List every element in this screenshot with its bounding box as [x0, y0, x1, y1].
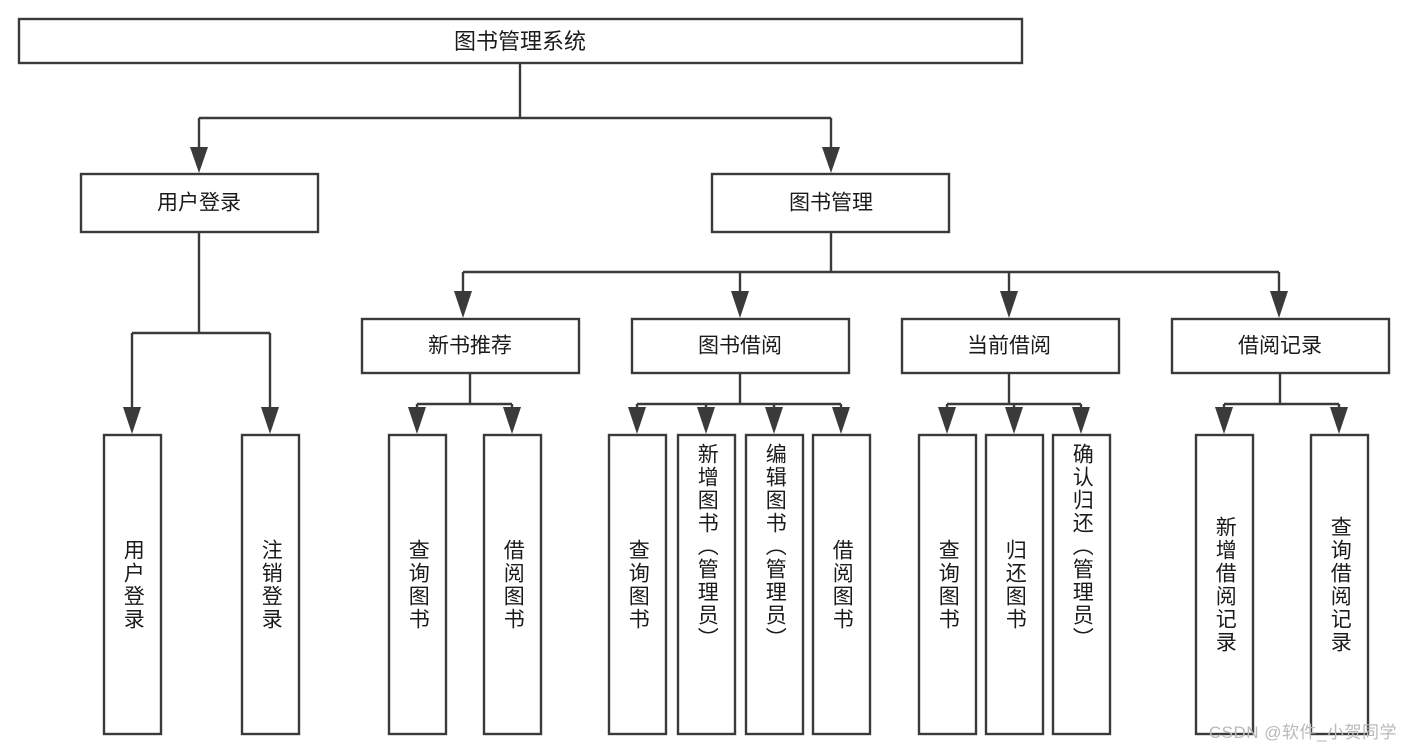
node-leaf-borrow-book-2-box[interactable]: [811, 433, 872, 736]
node-borrow-record-box[interactable]: [1170, 317, 1391, 375]
arrow-head-book-manage: [822, 147, 840, 173]
arrow-head-leaf-add-record: [1215, 407, 1233, 434]
node-book-borrow[interactable]: 图书借阅: [630, 317, 851, 375]
arrow-head-leaf-edit-book: [765, 407, 783, 434]
node-book-manage-label: 图书管理: [789, 192, 873, 215]
node-current-borrow-label: 当前借阅: [967, 335, 1051, 358]
node-leaf-query-book-3-box[interactable]: [917, 433, 978, 736]
node-leaf-add-record-box[interactable]: [1194, 433, 1255, 736]
node-root-box[interactable]: [17, 17, 1024, 65]
node-leaf-user-logout-box[interactable]: [240, 433, 301, 736]
node-leaf-add-book-box[interactable]: [676, 433, 737, 736]
node-root[interactable]: 图书管理系统: [17, 17, 1024, 65]
node-root-label: 图书管理系统: [454, 29, 586, 54]
connector-group-user-login: [123, 233, 279, 434]
node-new-book-recommend-box[interactable]: [360, 317, 581, 375]
node-leaf-edit-book-box[interactable]: [744, 433, 805, 736]
connector-group-new-book-recommend: [408, 374, 521, 434]
connector-group-current-borrow: [938, 374, 1090, 434]
arrow-head-leaf-user-logout: [261, 407, 279, 434]
connector-group-book-manage: [454, 233, 1288, 318]
node-current-borrow[interactable]: 当前借阅: [900, 317, 1121, 375]
arrow-head-leaf-query-record: [1330, 407, 1348, 434]
arrow-head-book-borrow: [731, 291, 749, 318]
node-borrow-record[interactable]: 借阅记录: [1170, 317, 1391, 375]
arrow-head-leaf-query-book-2: [628, 407, 646, 434]
node-leaf-query-book-1-box[interactable]: [387, 433, 448, 736]
node-user-login-label: 用户登录: [157, 192, 241, 215]
node-current-borrow-box[interactable]: [900, 317, 1121, 375]
node-user-login[interactable]: 用户登录: [79, 172, 320, 234]
csdn-watermark: CSDN @软件_小贺同学: [1208, 723, 1397, 742]
arrow-head-borrow-record: [1270, 291, 1288, 318]
arrow-head-leaf-borrow-book-1: [503, 407, 521, 434]
node-leaf-return-book-box[interactable]: [984, 433, 1045, 736]
node-leaf-borrow-book-1-box[interactable]: [482, 433, 543, 736]
node-book-borrow-box[interactable]: [630, 317, 851, 375]
node-book-borrow-label: 图书借阅: [698, 335, 782, 358]
arrow-head-leaf-query-book-3: [938, 407, 956, 434]
node-book-manage-box[interactable]: [710, 172, 951, 234]
arrow-head-user-login: [190, 147, 208, 173]
node-new-book-recommend-label: 新书推荐: [428, 335, 512, 358]
connector-group-root: [190, 63, 840, 173]
arrow-head-leaf-borrow-book-2: [832, 407, 850, 434]
arrow-head-leaf-user-login: [123, 407, 141, 434]
arrow-head-leaf-confirm-return: [1072, 407, 1090, 434]
node-user-login-box[interactable]: [79, 172, 320, 234]
connector-group-book-borrow: [628, 374, 850, 434]
arrow-head-new-book-recommend: [454, 291, 472, 318]
arrow-head-leaf-add-book: [697, 407, 715, 434]
leaf-box-group: [102, 433, 1370, 736]
node-new-book-recommend[interactable]: 新书推荐: [360, 317, 581, 375]
node-leaf-user-login-box[interactable]: [102, 433, 163, 736]
node-leaf-confirm-return-box[interactable]: [1051, 433, 1112, 736]
node-leaf-query-record-box[interactable]: [1309, 433, 1370, 736]
connector-group-borrow-record: [1215, 374, 1348, 434]
node-borrow-record-label: 借阅记录: [1238, 335, 1322, 358]
arrow-head-leaf-return-book: [1005, 407, 1023, 434]
node-leaf-query-book-2-box[interactable]: [607, 433, 668, 736]
arrow-head-leaf-query-book-1: [408, 407, 426, 434]
node-book-manage[interactable]: 图书管理: [710, 172, 951, 234]
arrow-head-current-borrow: [1000, 291, 1018, 318]
